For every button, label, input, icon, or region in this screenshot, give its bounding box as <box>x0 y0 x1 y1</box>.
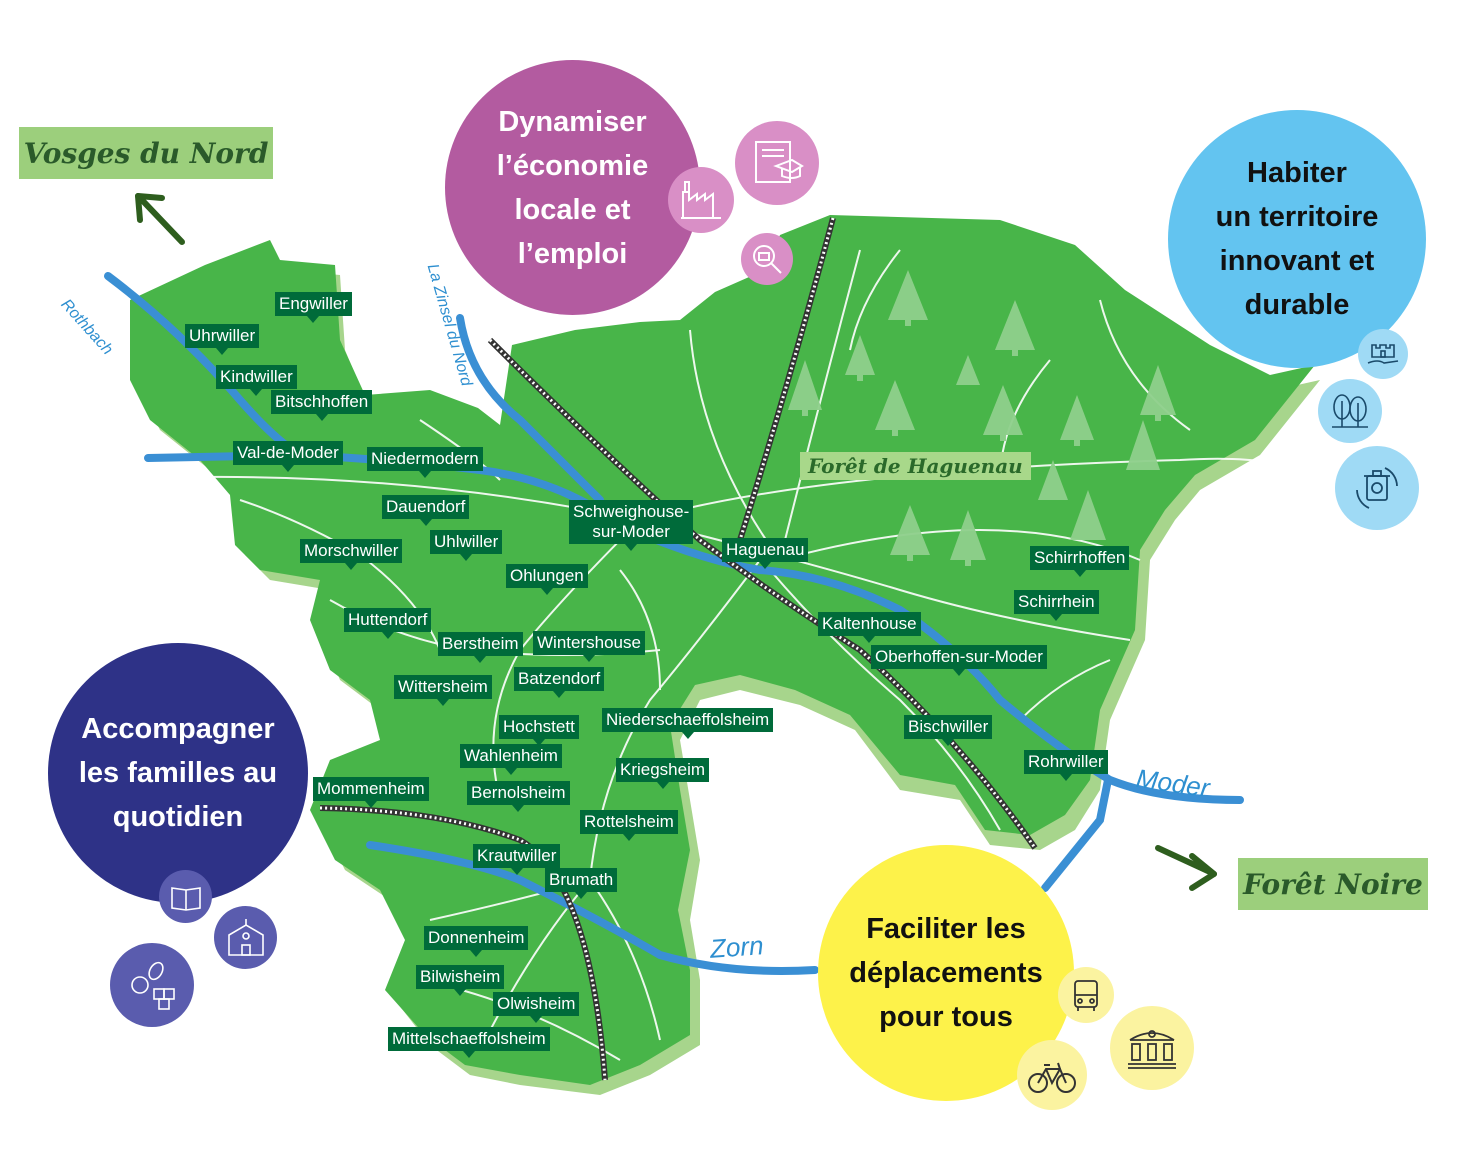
town-rottelsheim: Rottelsheim <box>580 810 678 841</box>
region-foret-de-haguenau: Forêt de Haguenau <box>800 452 1031 480</box>
railways <box>319 217 1038 1081</box>
region-vosges-du-nord: Vosges du Nord <box>19 127 273 179</box>
town-schirrhein: Schirrhein <box>1014 590 1099 621</box>
school-icon <box>214 906 277 969</box>
river-zinsel <box>456 314 604 504</box>
town-brumath: Brumath <box>545 868 618 899</box>
theme-familles-bubble: Accompagner les familles au quotidien <box>48 643 308 903</box>
town-hochstett: Hochstett <box>499 715 579 746</box>
recycle-bin-icon <box>1335 446 1419 530</box>
town-ohlungen: Ohlungen <box>506 564 588 595</box>
forest-trees <box>788 270 1176 566</box>
town-olwisheim: Olwisheim <box>493 992 580 1023</box>
trees-icon <box>1318 379 1382 443</box>
town-wahlenheim: Wahlenheim <box>460 744 562 775</box>
town-krautwiller: Krautwiller <box>473 844 561 875</box>
town-berstheim: Berstheim <box>438 632 523 663</box>
town-donnenheim: Donnenheim <box>424 926 529 957</box>
town-wittersheim: Wittersheim <box>394 675 492 706</box>
castle-hand-icon <box>1358 329 1408 379</box>
bicycle-icon <box>1017 1040 1087 1110</box>
theme-economie-bubble: Dynamiser l’économie locale et l’emploi <box>445 60 700 315</box>
town-wintershouse: Wintershouse <box>533 631 645 662</box>
town-kindwiller: Kindwiller <box>216 365 297 396</box>
town-mittelschaeffolsheim: Mittelschaeffolsheim <box>388 1027 550 1058</box>
town-rohrwiller: Rohrwiller <box>1024 750 1108 781</box>
town-schweighouse-sur-moder: Schweighouse- sur-Moder <box>569 500 694 551</box>
town-huttendorf: Huttendorf <box>344 608 432 639</box>
river-zorn <box>366 841 819 975</box>
job-search-icon <box>741 233 793 285</box>
town-morschwiller: Morschwiller <box>300 539 403 570</box>
town-val-de-moder: Val-de-Moder <box>233 441 343 472</box>
town-uhrwiller: Uhrwiller <box>185 324 260 355</box>
theme-habiter-bubble: Habiter un territoire innovant et durabl… <box>1168 110 1426 368</box>
region-foret-noire: Forêt Noire <box>1238 858 1428 910</box>
town-haguenau: Haguenau <box>722 538 809 569</box>
town-engwiller: Engwiller <box>275 292 352 323</box>
town-batzendorf: Batzendorf <box>514 667 605 698</box>
factory-icon <box>668 167 734 233</box>
town-dauendorf: Dauendorf <box>382 495 470 526</box>
town-niedermodern: Niedermodern <box>367 447 483 478</box>
book-icon <box>159 870 212 923</box>
town-kriegsheim: Kriegsheim <box>616 758 710 789</box>
town-uhlwiller: Uhlwiller <box>430 530 503 561</box>
town-oberhoffen-sur-moder: Oberhoffen-sur-Moder <box>871 645 1047 676</box>
town-mommenheim: Mommenheim <box>313 777 429 808</box>
bus-icon <box>1058 967 1114 1023</box>
town-bitschhoffen: Bitschhoffen <box>271 390 373 421</box>
river-rhine-branch <box>1041 776 1112 892</box>
town-bernolsheim: Bernolsheim <box>467 781 570 812</box>
toys-icon <box>110 943 194 1027</box>
arrow-south-east <box>1155 845 1217 891</box>
arrow-north-west <box>135 193 185 245</box>
train-station-icon <box>1110 1006 1194 1090</box>
river-label-zorn: Zorn <box>708 930 765 964</box>
town-kaltenhouse: Kaltenhouse <box>818 612 921 643</box>
town-schirrhoffen: Schirrhoffen <box>1030 546 1130 577</box>
town-niederschaeffolsheim: Niederschaeffolsheim <box>602 708 774 739</box>
river-rothbach <box>104 272 304 459</box>
town-bischwiller: Bischwiller <box>904 715 993 746</box>
diploma-icon <box>735 121 819 205</box>
town-bilwisheim: Bilwisheim <box>416 965 505 996</box>
